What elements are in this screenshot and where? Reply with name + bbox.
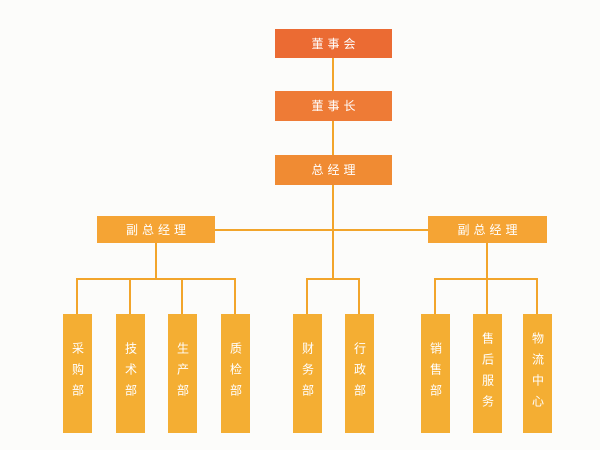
- org-node-deputy-right: 副总经理: [428, 216, 547, 243]
- connector-line: [332, 185, 334, 280]
- connector-line: [358, 278, 360, 314]
- dept-production: 生产部: [168, 314, 197, 433]
- connector-line: [306, 278, 360, 280]
- connector-line: [486, 278, 488, 314]
- org-node-chairman: 董事长: [275, 91, 392, 121]
- dept-logistics-center: 物流中心: [523, 314, 552, 433]
- dept-sales-label: 销售部: [428, 342, 443, 405]
- dept-after-sales-service-label: 售后服务: [480, 331, 495, 416]
- dept-production-label: 生产部: [175, 342, 190, 405]
- connector-line: [155, 243, 157, 278]
- dept-finance-label: 财务部: [300, 342, 315, 405]
- dept-quality-inspection: 质检部: [221, 314, 250, 433]
- connector-line: [486, 243, 488, 278]
- dept-purchasing-label: 采购部: [70, 342, 85, 405]
- dept-administration: 行政部: [345, 314, 374, 433]
- org-node-deputy-left-label: 副总经理: [125, 222, 190, 237]
- org-node-general-manager: 总经理: [275, 155, 392, 185]
- connector-line: [129, 278, 131, 314]
- dept-technology: 技术部: [116, 314, 145, 433]
- dept-sales: 销售部: [421, 314, 450, 433]
- org-node-deputy-left: 副总经理: [97, 216, 215, 243]
- org-node-deputy-right-label: 副总经理: [457, 222, 522, 237]
- org-node-chairman-label: 董事长: [311, 99, 360, 113]
- connector-line: [181, 278, 183, 314]
- connector-line: [234, 278, 236, 314]
- dept-technology-label: 技术部: [123, 342, 138, 405]
- connector-line: [434, 278, 436, 314]
- org-node-board-label: 董事会: [311, 36, 360, 51]
- connector-line: [306, 278, 308, 314]
- dept-purchasing: 采购部: [63, 314, 92, 433]
- dept-quality-inspection-label: 质检部: [228, 342, 243, 405]
- dept-logistics-center-label: 物流中心: [530, 331, 545, 416]
- connector-line: [76, 278, 78, 314]
- connector-line: [536, 278, 538, 314]
- org-node-board: 董事会: [275, 29, 392, 58]
- connector-line: [332, 58, 334, 91]
- connector-line: [332, 121, 334, 155]
- dept-administration-label: 行政部: [352, 342, 367, 405]
- org-node-general-manager-label: 总经理: [311, 163, 360, 177]
- connector-line: [76, 278, 236, 280]
- dept-after-sales-service: 售后服务: [473, 314, 502, 433]
- dept-finance: 财务部: [293, 314, 322, 433]
- connector-line: [215, 229, 428, 231]
